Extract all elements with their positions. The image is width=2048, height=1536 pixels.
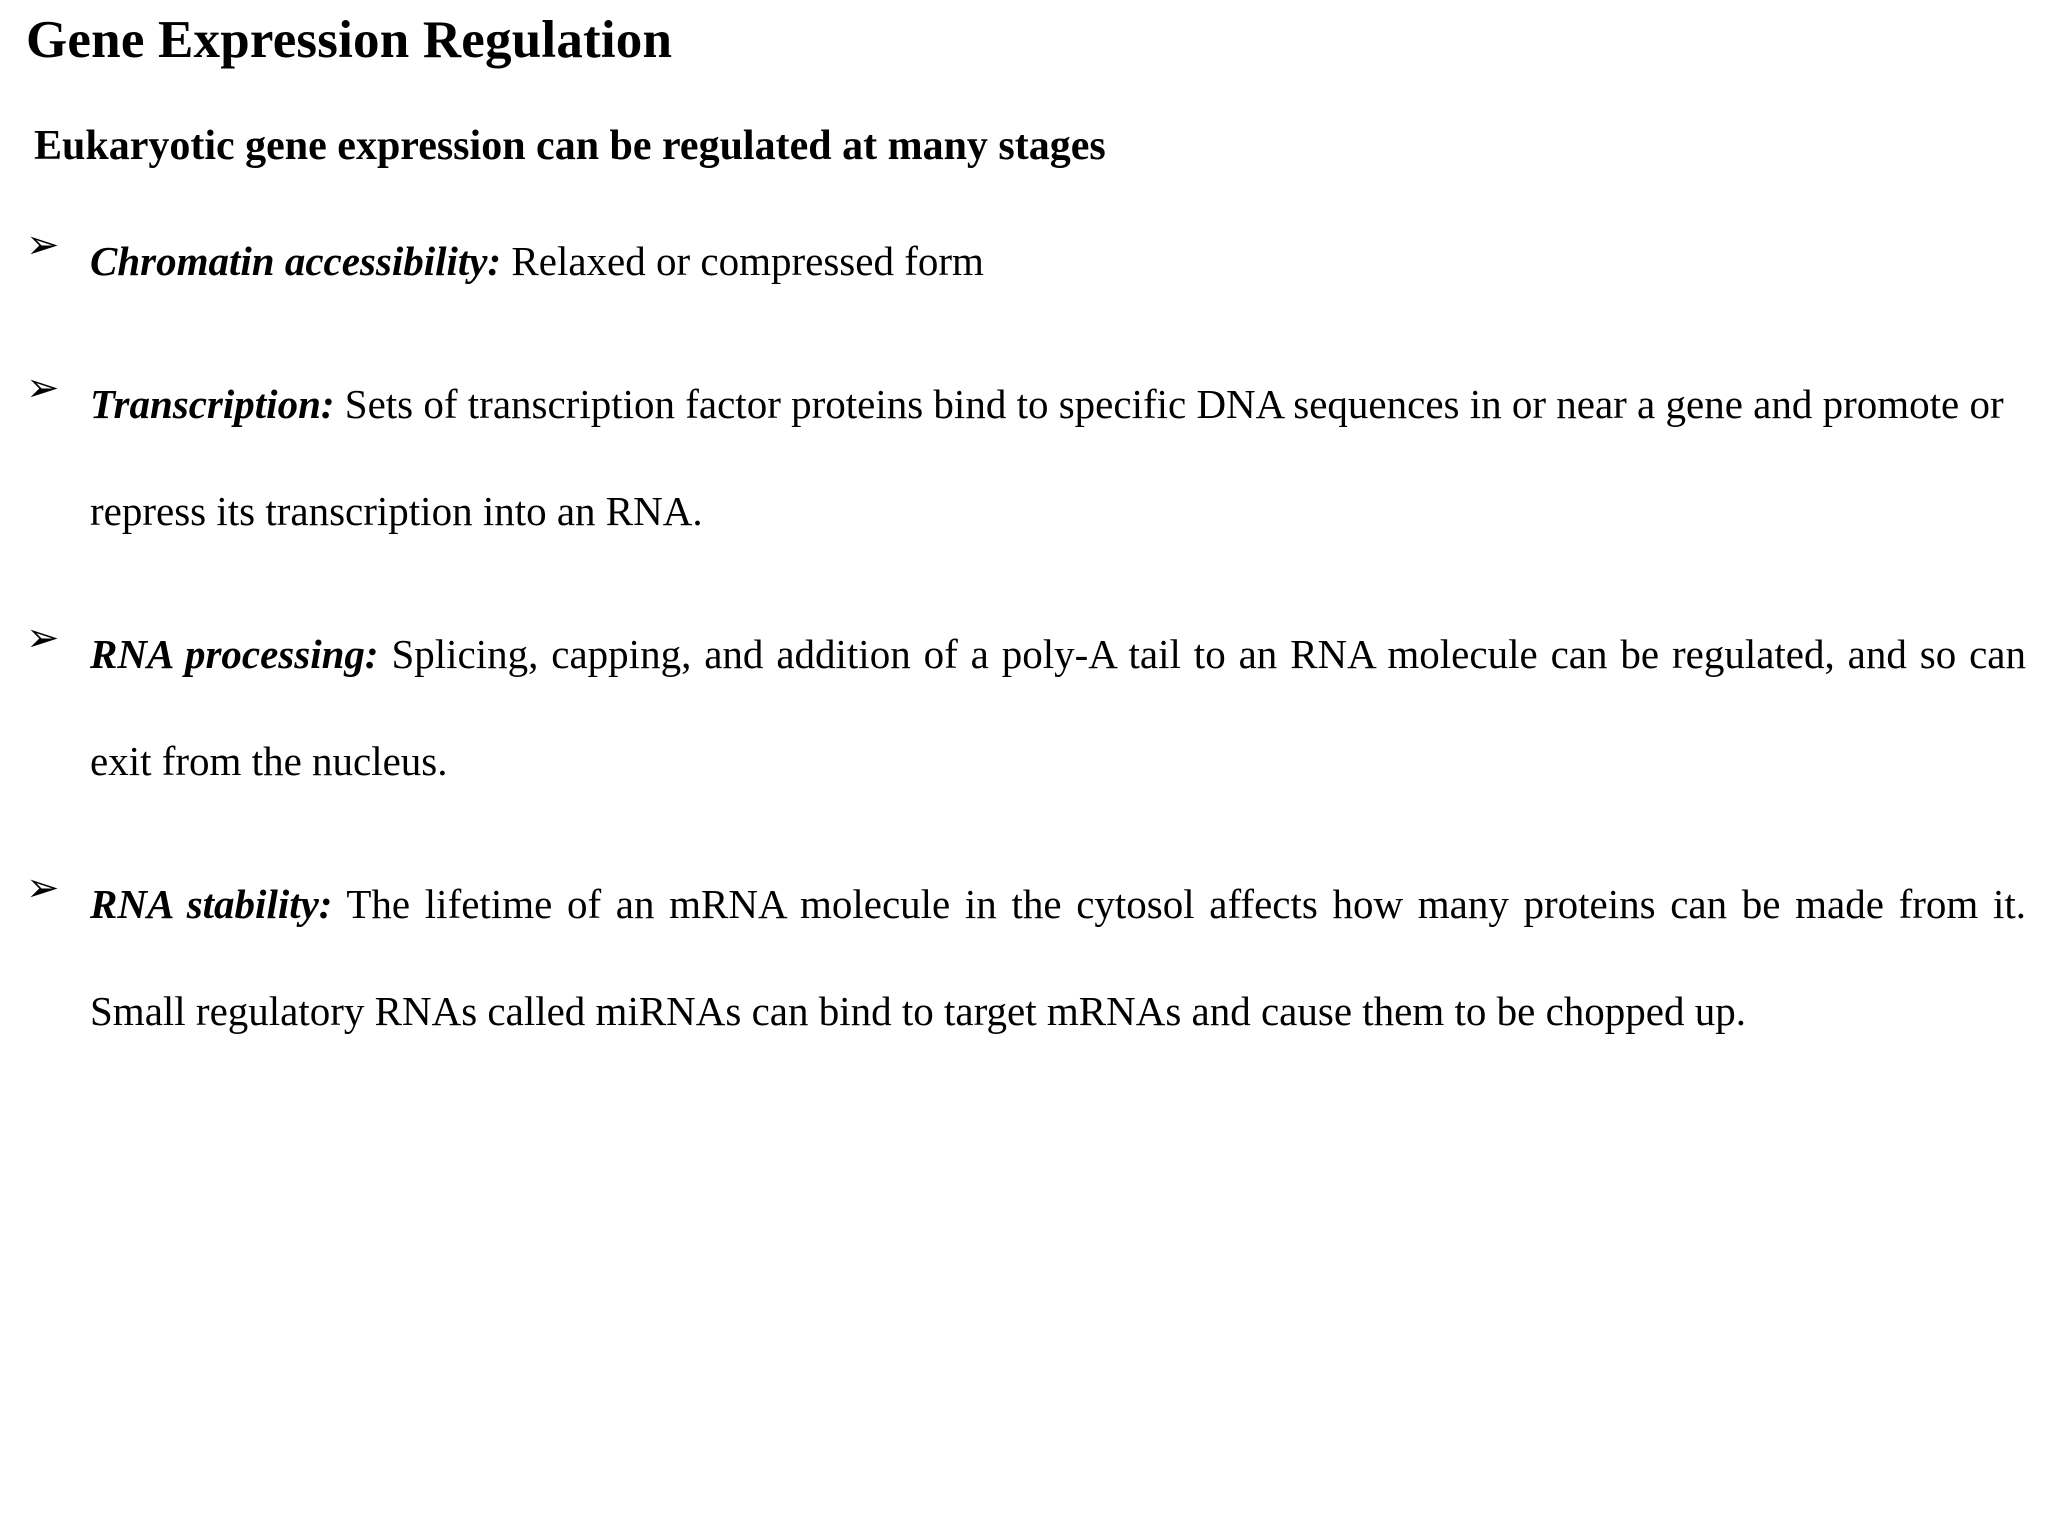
list-item-body: Splicing, capping, and addition of a pol… bbox=[90, 631, 2026, 784]
bullet-list: ➢ Chromatin accessibility: Relaxed or co… bbox=[0, 208, 2048, 1065]
list-item-text: Transcription: Sets of transcription fac… bbox=[90, 351, 2026, 565]
list-item-lead: RNA stability: bbox=[90, 881, 333, 927]
list-item-lead: Chromatin accessibility: bbox=[90, 238, 502, 284]
list-item: ➢ Chromatin accessibility: Relaxed or co… bbox=[0, 208, 2048, 315]
list-item-body: The lifetime of an mRNA molecule in the … bbox=[90, 881, 2026, 1034]
list-item-lead: Transcription: bbox=[90, 381, 335, 427]
list-item-body: Sets of transcription factor proteins bi… bbox=[90, 381, 2004, 534]
list-item-body: Relaxed or compressed form bbox=[501, 238, 984, 284]
page-title: Gene Expression Regulation bbox=[26, 11, 673, 69]
list-item-text: Chromatin accessibility: Relaxed or comp… bbox=[90, 208, 2026, 315]
arrowhead-bullet-icon: ➢ bbox=[26, 365, 60, 411]
arrowhead-bullet-icon: ➢ bbox=[26, 222, 60, 268]
list-item: ➢ RNA processing: Splicing, capping, and… bbox=[0, 601, 2048, 815]
list-item: ➢ Transcription: Sets of transcription f… bbox=[0, 351, 2048, 565]
list-item: ➢ RNA stability: The lifetime of an mRNA… bbox=[0, 851, 2048, 1065]
slide-subtitle: Eukaryotic gene expression can be regula… bbox=[34, 123, 1106, 169]
list-item-text: RNA stability: The lifetime of an mRNA m… bbox=[90, 851, 2026, 1065]
arrowhead-bullet-icon: ➢ bbox=[26, 865, 60, 911]
list-item-text: RNA processing: Splicing, capping, and a… bbox=[90, 601, 2026, 815]
list-item-lead: RNA processing: bbox=[90, 631, 379, 677]
arrowhead-bullet-icon: ➢ bbox=[26, 615, 60, 661]
